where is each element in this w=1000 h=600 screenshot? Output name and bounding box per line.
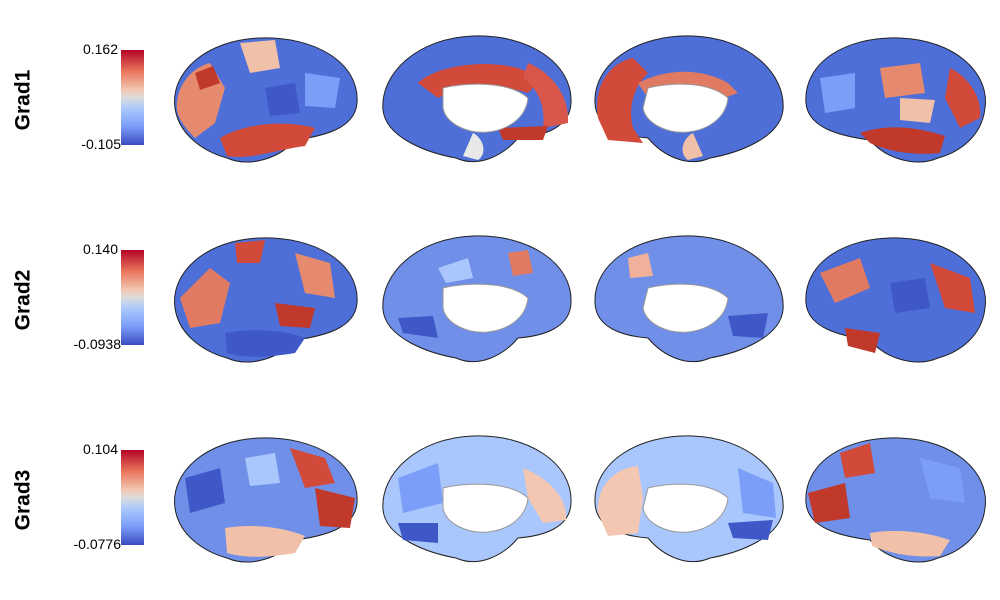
gradient-row-2: Grad2 0.140 -0.0938 — [0, 200, 1000, 400]
colorbar-max-label: 0.140 — [82, 241, 118, 257]
gradient-row-3: Grad3 0.104 -0.0776 — [0, 400, 1000, 600]
colorbar-max-label: 0.162 — [82, 41, 118, 57]
colorbar — [121, 250, 144, 345]
row-label-container: Grad3 — [6, 440, 40, 560]
brain-lateral-left — [174, 237, 358, 363]
row-label: Grad2 — [11, 269, 35, 331]
brain-medial-right — [594, 435, 784, 563]
brain-medial-left — [382, 435, 572, 563]
brain-medial-left — [382, 35, 572, 163]
gradient-row-1: Grad1 0.162 -0.105 — [0, 0, 1000, 200]
colorbar-min-label: -0.105 — [81, 136, 121, 152]
brain-lateral-right — [805, 437, 986, 563]
row-label-container: Grad2 — [6, 240, 40, 360]
brain-lateral-right — [805, 37, 986, 163]
colorbar-min-label: -0.0938 — [73, 336, 121, 352]
brain-medial-left — [382, 235, 572, 363]
brain-lateral-left — [174, 437, 358, 563]
row-label-container: Grad1 — [6, 40, 40, 160]
brain-medial-right — [594, 235, 784, 363]
brain-lateral-right — [805, 237, 986, 363]
row-label: Grad1 — [11, 69, 35, 131]
row-label: Grad3 — [11, 469, 35, 531]
brain-lateral-left — [174, 37, 358, 163]
colorbar — [121, 450, 144, 545]
colorbar-min-label: -0.0776 — [73, 536, 121, 552]
colorbar — [121, 50, 144, 145]
colorbar-max-label: 0.104 — [82, 441, 118, 457]
brain-medial-right — [594, 35, 784, 163]
